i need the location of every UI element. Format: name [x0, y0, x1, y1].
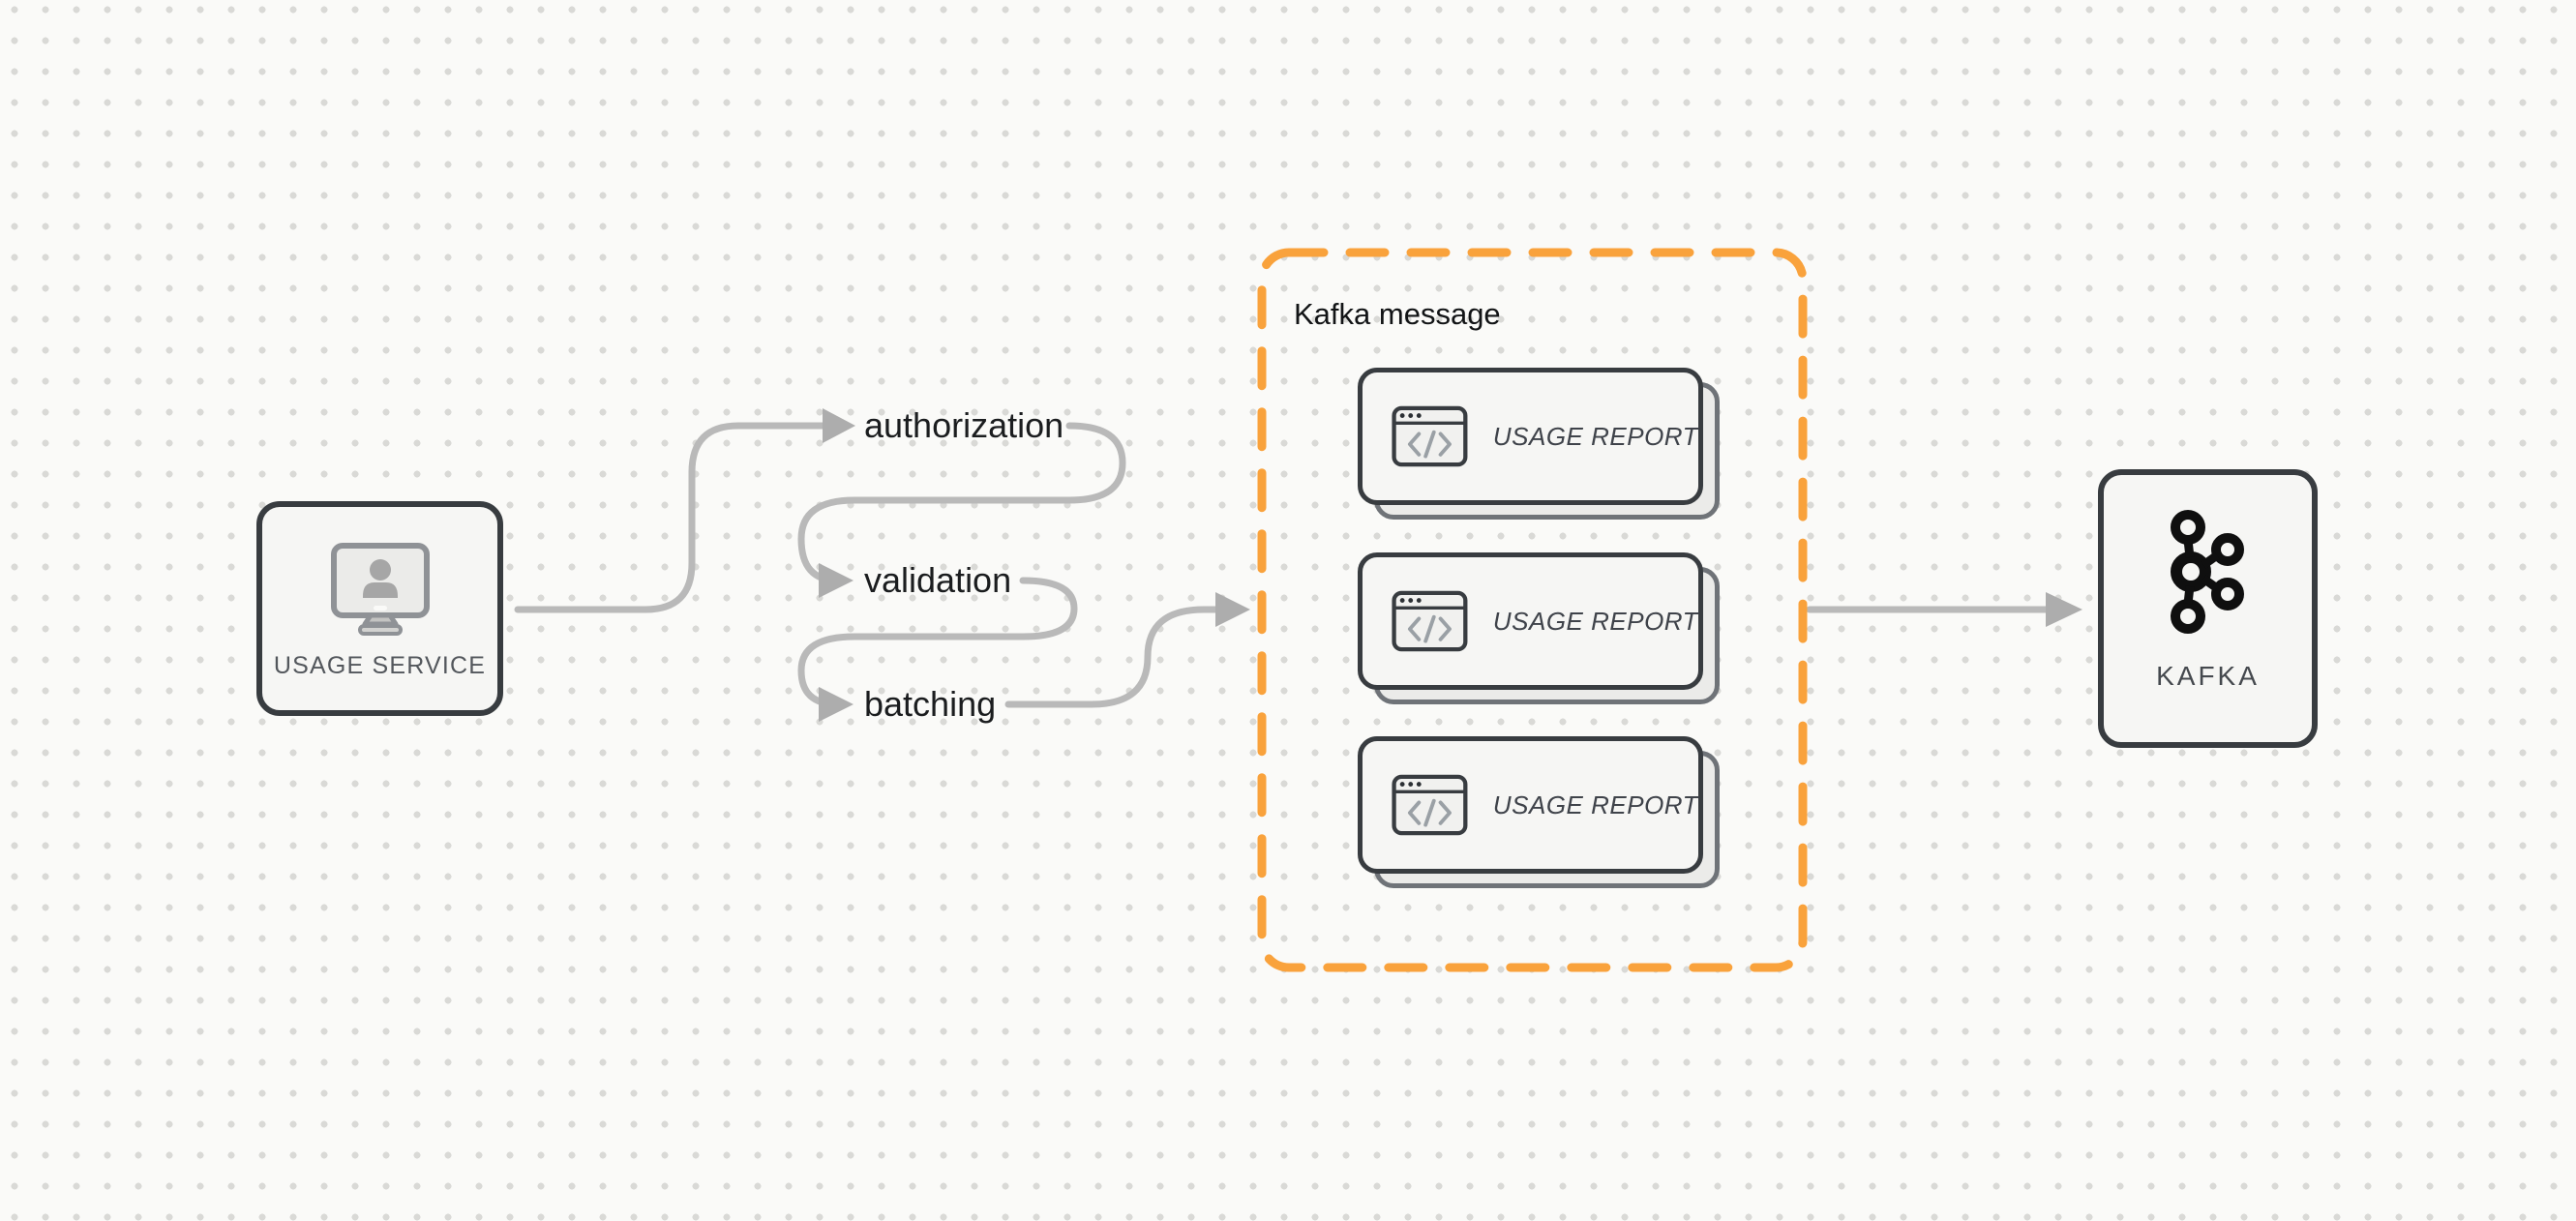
code-window-icon [1392, 774, 1468, 836]
flow-step-batching: batching [864, 684, 997, 724]
kafka-logo-icon [2170, 510, 2244, 634]
flow-step-authorization: authorization [864, 405, 1064, 445]
usage-report-card: USAGE REPORT [1358, 736, 1720, 888]
arrowhead-batching [819, 687, 854, 722]
usage-report-card: USAGE REPORT [1358, 368, 1720, 520]
code-window-icon [1392, 590, 1468, 652]
usage-service-label: USAGE SERVICE [273, 652, 487, 679]
arrowhead-validation [819, 563, 854, 598]
connector-validation-to-batching [797, 577, 1078, 708]
usage-service-node: USAGE SERVICE [256, 501, 503, 716]
flow-step-validation: validation [864, 560, 1012, 600]
card-front: USAGE REPORT [1358, 552, 1703, 690]
connector-usage-to-authorization [514, 422, 826, 613]
arrowhead-kafka-message [1215, 592, 1250, 627]
usage-report-label: USAGE REPORT [1492, 421, 1698, 451]
arrowhead-kafka [2046, 592, 2082, 627]
card-front: USAGE REPORT [1358, 368, 1703, 505]
monitor-user-icon [330, 543, 430, 636]
connector-authorization-to-validation [797, 422, 1126, 584]
kafka-node: KAFKA [2098, 469, 2318, 748]
kafka-label: KAFKA [2156, 661, 2260, 691]
code-window-icon [1392, 405, 1468, 467]
kafka-message-group-border [1257, 248, 1808, 972]
kafka-message-group-title: Kafka message [1294, 297, 1501, 331]
arrowhead-authorization [823, 408, 855, 443]
card-front: USAGE REPORT [1358, 736, 1703, 874]
connector-batching-to-kafka-message [1004, 606, 1219, 708]
usage-report-label: USAGE REPORT [1492, 606, 1698, 636]
usage-report-label: USAGE REPORT [1492, 789, 1698, 819]
usage-report-card: USAGE REPORT [1358, 552, 1720, 704]
